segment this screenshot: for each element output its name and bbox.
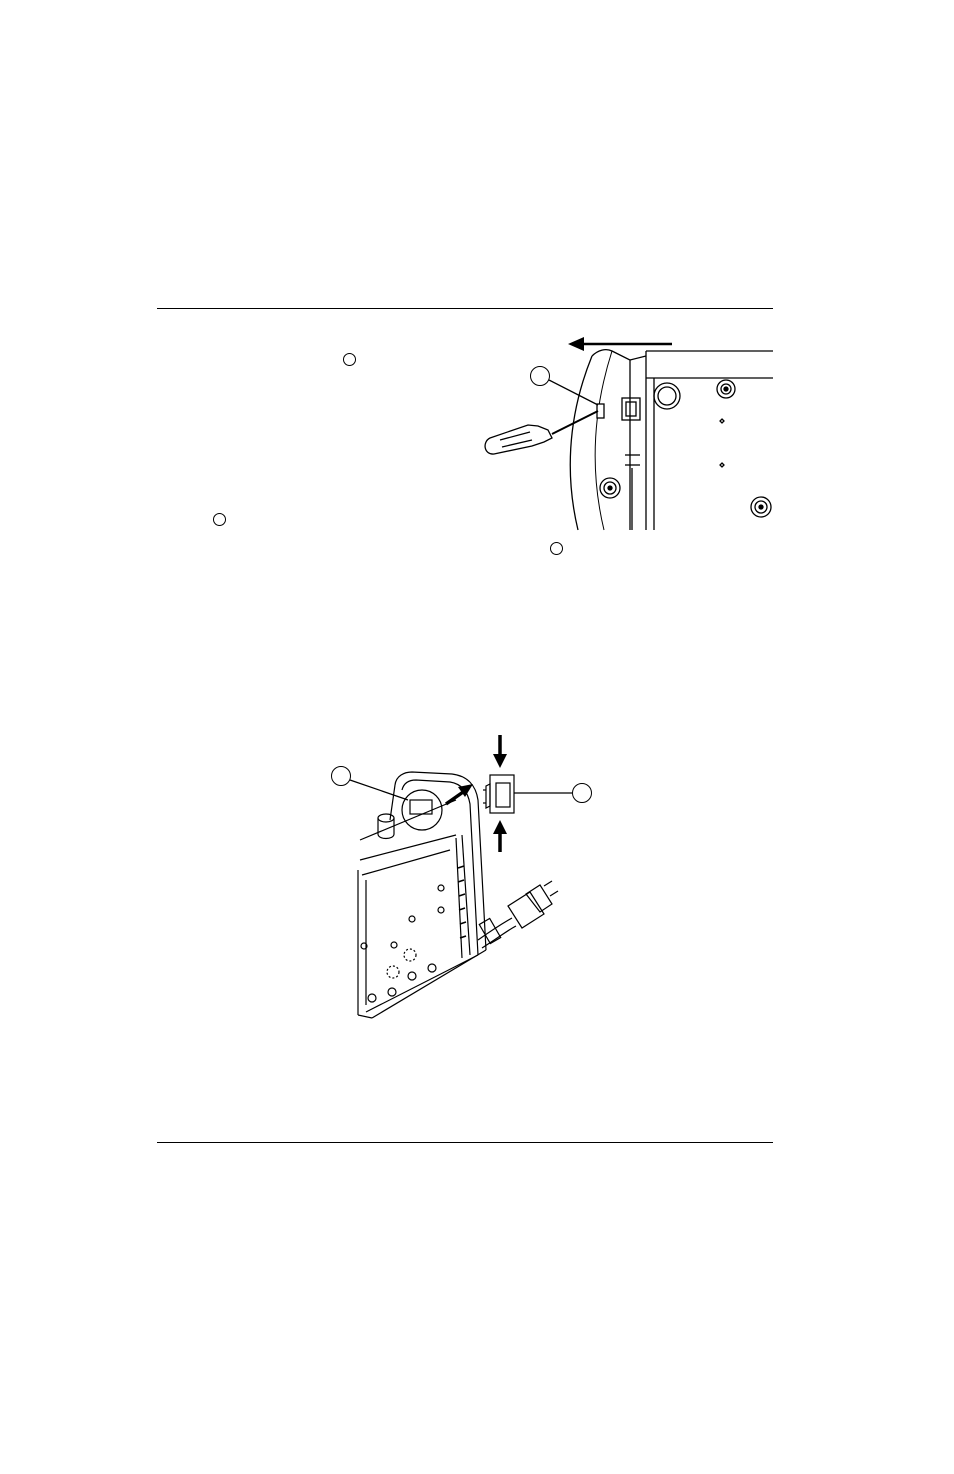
callout-circle-figure-1 xyxy=(530,366,550,386)
callout-circle-inline-3 xyxy=(550,542,563,555)
callout-circle-inline-1 xyxy=(343,353,356,366)
callout-circle-figure-2-left xyxy=(331,766,351,786)
callout-circle-inline-2 xyxy=(213,513,226,526)
callout-circle-figure-2-right xyxy=(572,783,592,803)
bottom-rule xyxy=(157,1142,773,1143)
top-rule xyxy=(157,308,773,309)
